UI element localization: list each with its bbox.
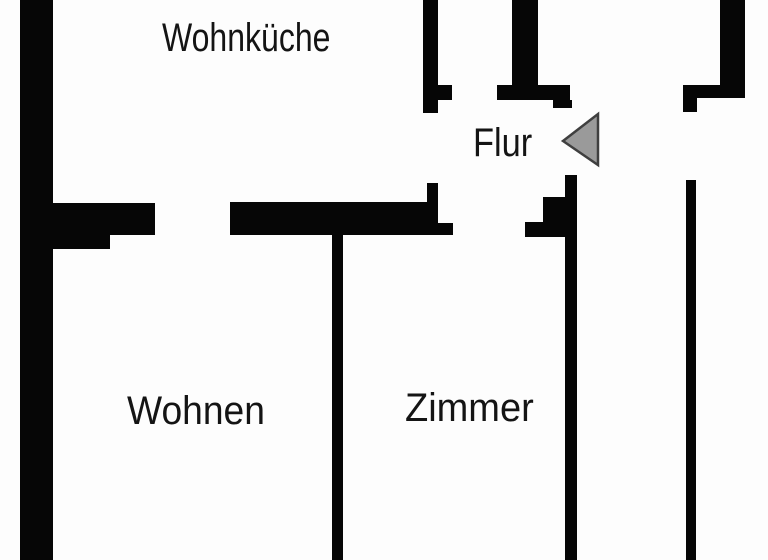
exterior-wall-right-top (720, 0, 745, 85)
wall-kitchen-flur-upper (423, 0, 438, 113)
wall-flur-top-foot (497, 85, 570, 100)
room-label-flur: Flur (473, 121, 533, 165)
entrance-arrow-icon (560, 111, 600, 168)
exterior-wall-left (20, 0, 53, 560)
wall-flur-door-jamb-a (543, 197, 565, 237)
wall-center-stub-up (427, 183, 438, 202)
wall-kitchen-wohnen-left (53, 203, 155, 235)
wall-wohnen-zimmer (332, 235, 343, 560)
wall-kitchen-flur-upper-tick (423, 85, 452, 100)
room-label-wohnen: Wohnen (127, 389, 265, 433)
wall-kitchen-wohnen-center (230, 202, 438, 235)
room-label-zimmer: Zimmer (405, 386, 534, 430)
wall-flur-door-jamb-b (525, 222, 543, 237)
room-label-wohnkueche: Wohnküche (162, 16, 331, 60)
wall-flur-top-foot-stub (553, 100, 572, 108)
wall-center-right-lip (438, 223, 453, 235)
wall-flur-top-left (512, 0, 538, 85)
wall-corridor-right (686, 180, 696, 560)
wall-right-foot-stub (683, 98, 697, 112)
wall-zimmer-corridor (565, 175, 577, 560)
wall-right-foot (683, 85, 745, 98)
wall-kitchen-wohnen-left-lip (53, 235, 110, 249)
